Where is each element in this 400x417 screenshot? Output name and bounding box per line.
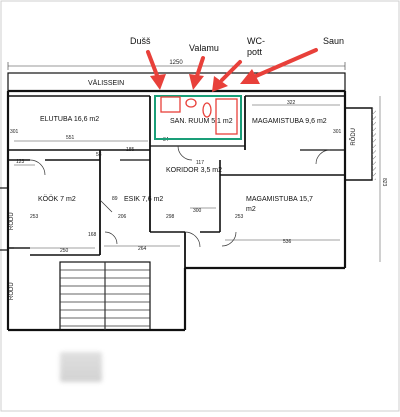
label-wc-line1: WC-	[247, 36, 265, 46]
balcony-left-2-label: RÕDU	[8, 282, 15, 300]
dim-206: 206	[118, 214, 127, 220]
interior-dimensions	[14, 96, 381, 262]
dim-298: 298	[166, 214, 175, 220]
dim-123: 123	[16, 159, 25, 165]
balcony-right-rail	[372, 108, 376, 180]
arrow-saun-head	[240, 69, 260, 84]
dim-117: 117	[196, 160, 204, 166]
annotation-arrows	[146, 48, 318, 92]
dim-253-b: 253	[235, 214, 244, 220]
doors	[29, 145, 331, 248]
dim-185: 185	[126, 147, 135, 153]
outer-wall-band	[7, 72, 346, 92]
staircase	[59, 261, 151, 331]
dim-536: 536	[283, 239, 292, 245]
arrow-wc-head	[212, 76, 228, 92]
balcony-labels: RÕDU RÕDU RÕDU	[8, 128, 357, 300]
dim-250: 250	[60, 248, 69, 254]
arrow-dush-head	[150, 74, 166, 90]
room-san-ruum: SAN. RUUM 5,1 m2	[170, 118, 233, 125]
dim-58: 58	[96, 152, 102, 158]
dim-551: 551	[66, 135, 75, 141]
label-saun: Saun	[323, 36, 344, 46]
annotation-labels: Dušš Valamu WC- pott Saun	[130, 36, 344, 57]
dim-168: 168	[88, 232, 97, 238]
top-dimension: 1250	[7, 60, 346, 70]
label-valamu: Valamu	[189, 43, 219, 53]
blurred-logo	[60, 352, 102, 382]
room-koridor: KORIDOR 3,5 m2	[166, 167, 222, 174]
dim-823: 823	[381, 178, 387, 187]
dim-264: 264	[138, 246, 147, 252]
dim-1250: 1250	[169, 60, 183, 66]
dim-253: 253	[30, 214, 39, 220]
walls	[0, 89, 373, 332]
label-wc-line2: pott	[247, 47, 263, 57]
dim-322: 322	[287, 100, 296, 106]
shower-marker	[160, 96, 181, 113]
arrow-valamu-head	[189, 74, 204, 90]
dim-300: 300	[193, 208, 202, 214]
balcony-right-label: RÕDU	[350, 128, 357, 146]
room-labels: ELUTUBA 16,6 m2 SAN. RUUM 5,1 m2 MAGAMIS…	[38, 116, 327, 213]
dim-89: 89	[112, 196, 118, 202]
arrow-saun	[254, 48, 318, 78]
toilet-marker	[202, 102, 212, 118]
dim-301-left: 301	[10, 129, 19, 135]
room-magamistuba-2-line2: m2	[246, 206, 256, 213]
label-dush: Dušš	[130, 36, 151, 46]
room-elutuba: ELUTUBA 16,6 m2	[40, 116, 99, 123]
balcony-left-1-label: RÕDU	[8, 212, 15, 230]
arrow-valamu	[195, 56, 205, 78]
label-valissein: VÄLISSEIN	[88, 79, 124, 87]
sink-marker	[185, 98, 197, 108]
arrow-wc	[220, 60, 242, 82]
room-magamistuba-2-line1: MAGAMISTUBA 15,7	[246, 196, 313, 203]
arrow-dush	[146, 50, 160, 80]
dim-301-right: 301	[333, 129, 342, 135]
room-magamistuba-1: MAGAMISTUBA 9,6 m2	[252, 118, 327, 125]
room-kook: KÖÖK 7 m2	[38, 195, 76, 203]
sauna-marker	[215, 98, 238, 135]
room-esik: ESIK 7,6 m2	[124, 196, 163, 203]
bathroom-highlight	[154, 95, 242, 140]
